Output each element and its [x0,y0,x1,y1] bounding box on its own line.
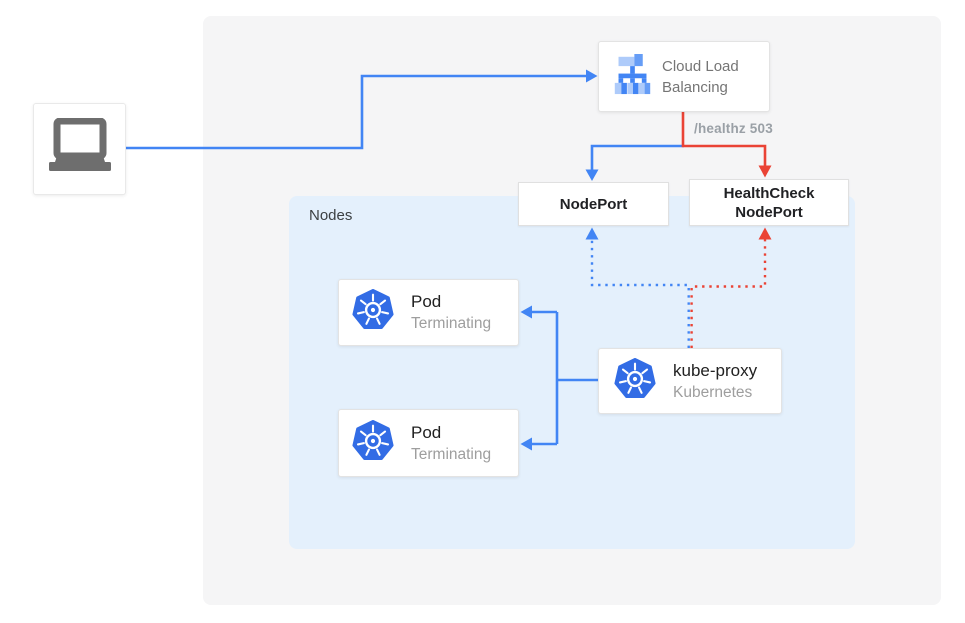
kube-proxy-title: kube-proxy [673,360,758,380]
pod-status: Terminating [411,445,492,463]
laptop-icon [47,117,113,181]
healthz-status-label: /healthz 503 [694,121,773,136]
nodes-container-label: Nodes [309,207,353,224]
load-balancer-node: Cloud Load Balancing [598,41,770,112]
kubernetes-icon [614,357,656,405]
pod-status: Terminating [411,315,492,332]
pod-title: Pod [411,422,442,442]
kubernetes-icon [352,419,394,467]
kube-proxy-node: kube-proxy Kubernetes [598,348,782,414]
pod-node-2: Pod Terminating [338,409,519,477]
kube-proxy-subtitle: Kubernetes [673,383,753,401]
pod-node-1: Pod Terminating [338,279,519,346]
nodeport-node: NodePort [518,182,669,226]
kubernetes-icon [352,289,394,336]
client-node [33,103,126,195]
pod-title: Pod [411,292,442,311]
load-balancer-label: Cloud Load Balancing [662,57,739,96]
load-balancer-icon [612,52,653,102]
healthcheck-nodeport-node: HealthCheck NodePort [689,179,849,226]
